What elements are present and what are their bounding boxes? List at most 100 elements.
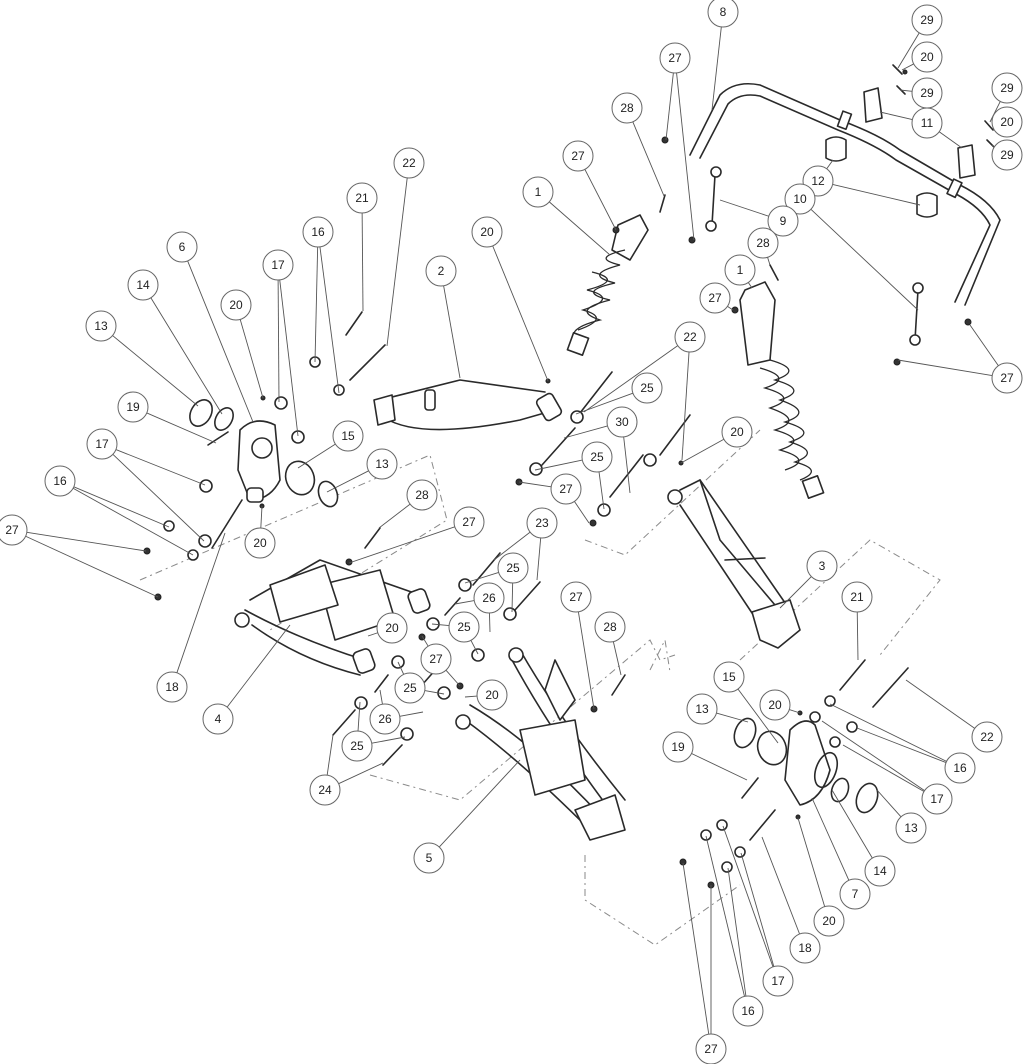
- leader-line-17: [842, 744, 925, 792]
- leader-line-13: [716, 712, 749, 723]
- callout-label: 27: [1000, 371, 1014, 385]
- callout-label: 7: [852, 887, 859, 901]
- callout-8: 8: [707, 0, 739, 28]
- callout-21: 21: [346, 182, 378, 214]
- leader-line-3: [779, 576, 812, 609]
- leader-line-28: [612, 641, 622, 676]
- callout-bubble: [366, 448, 398, 480]
- callout-label: 27: [571, 149, 585, 163]
- callout-9: 9: [767, 205, 799, 237]
- callout-label: 16: [953, 761, 967, 775]
- callout-bubble: [394, 672, 426, 704]
- leader-line-16: [705, 835, 745, 997]
- leader-line-18: [176, 532, 226, 673]
- leader-line-17: [112, 454, 205, 542]
- callout-25: 25: [394, 672, 426, 704]
- callout-bubble: [526, 507, 558, 539]
- leader-line-20: [797, 817, 826, 907]
- callout-label: 12: [811, 174, 825, 188]
- callout-20: 20: [759, 689, 791, 721]
- callout-label: 16: [741, 1004, 755, 1018]
- callout-label: 17: [95, 437, 109, 451]
- callout-label: 13: [904, 821, 918, 835]
- leader-line-17: [277, 279, 280, 403]
- callout-bubble: [895, 812, 927, 844]
- leader-line-17: [740, 852, 775, 967]
- leader-line-20: [464, 695, 478, 698]
- leader-line-14: [150, 297, 223, 415]
- callout-1: 1: [522, 176, 554, 208]
- callout-25: 25: [341, 730, 373, 762]
- leader-line-24: [338, 762, 384, 785]
- callout-bubble: [497, 552, 529, 584]
- leader-line-11: [879, 111, 913, 121]
- leader-line-16: [319, 246, 340, 394]
- leader-line-18: [761, 836, 801, 935]
- callout-27: 27: [991, 362, 1023, 394]
- callout-25: 25: [448, 611, 480, 643]
- leader-line-26: [379, 689, 383, 705]
- callout-22: 22: [971, 721, 1003, 753]
- callout-22: 22: [674, 321, 706, 353]
- leader-line-16: [856, 727, 947, 763]
- callout-label: 15: [341, 429, 355, 443]
- callout-20: 20: [376, 612, 408, 644]
- callout-bubble: [471, 216, 503, 248]
- leader-line-2: [443, 285, 461, 379]
- leader-line-17: [115, 449, 206, 486]
- bracket-bolts: [892, 64, 1000, 149]
- leader-line-25: [598, 471, 605, 510]
- callout-bubble: [346, 182, 378, 214]
- leader-line-27: [577, 611, 595, 710]
- callout-5: 5: [413, 842, 445, 874]
- callout-label: 27: [704, 1042, 718, 1056]
- callout-label: 29: [920, 86, 934, 100]
- callout-bubble: [762, 965, 794, 997]
- callout-label: 20: [822, 914, 836, 928]
- callout-bubble: [420, 643, 452, 675]
- leader-line-25: [464, 572, 499, 584]
- callout-16: 16: [944, 752, 976, 784]
- callout-label: 27: [668, 51, 682, 65]
- leader-line-16: [727, 867, 747, 997]
- leader-line-27: [584, 169, 617, 231]
- leader-line-20: [367, 632, 378, 637]
- callout-27: 27: [550, 473, 582, 505]
- callout-18: 18: [156, 671, 188, 703]
- leader-line-27: [665, 72, 674, 141]
- leader-line-30: [623, 436, 631, 494]
- callout-label: 25: [350, 739, 364, 753]
- callout-15: 15: [713, 661, 745, 693]
- leader-line-15: [297, 443, 336, 469]
- callout-bubble: [332, 420, 364, 452]
- callout-bubble: [789, 932, 821, 964]
- bar-collar-left: [836, 110, 853, 131]
- callout-label: 21: [850, 590, 864, 604]
- callout-label: 22: [683, 330, 697, 344]
- callout-6: 6: [166, 231, 198, 263]
- callout-bubble: [611, 92, 643, 124]
- callout-29: 29: [911, 4, 943, 36]
- leader-line-27: [897, 359, 993, 377]
- callout-label: 20: [385, 621, 399, 635]
- callout-bubble: [220, 289, 252, 321]
- bracket-left: [863, 87, 883, 123]
- callout-label: 6: [179, 240, 186, 254]
- callout-label: 28: [415, 488, 429, 502]
- leader-line-25: [431, 623, 450, 627]
- callout-label: 3: [819, 559, 826, 573]
- callout-label: 25: [640, 381, 654, 395]
- leader-line-25: [424, 690, 445, 695]
- callout-bubble: [631, 372, 663, 404]
- callout-28: 28: [594, 611, 626, 643]
- callout-27: 27: [560, 581, 592, 613]
- leader-line-12: [826, 159, 834, 170]
- callout-bubble: [522, 176, 554, 208]
- callout-28: 28: [611, 92, 643, 124]
- callout-label: 19: [671, 740, 685, 754]
- callout-bubble: [767, 205, 799, 237]
- callout-16: 16: [302, 216, 334, 248]
- callout-27: 27: [695, 1033, 727, 1064]
- callout-label: 21: [355, 191, 369, 205]
- leader-line-23: [493, 531, 531, 561]
